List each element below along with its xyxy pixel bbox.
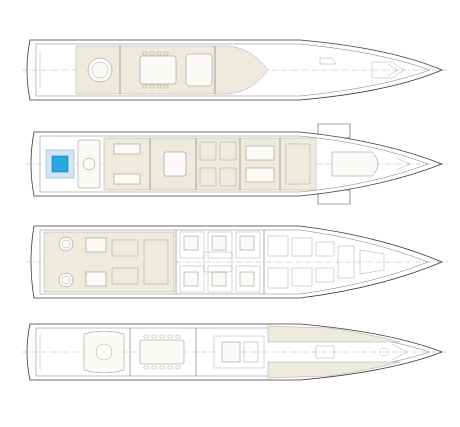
upper-deck-cabin-layout: [199, 141, 311, 187]
main-deck-bow-fittings: [391, 343, 409, 361]
sun-deck-chairs: [142, 51, 169, 89]
lower-deck-engine-starboard: [58, 272, 74, 288]
deck-plan-main-deck: [22, 323, 448, 381]
main-deck-chairs: [143, 334, 181, 370]
deck-plan-upper-deck: [26, 123, 448, 205]
deck-plan-lower-deck: [26, 225, 448, 299]
sun-deck-lounge: [185, 53, 213, 87]
upper-deck-tender: [331, 151, 379, 177]
lower-deck-crew-area: [267, 235, 385, 289]
deck-plan-sun-deck: [22, 39, 448, 101]
lower-deck-engine-port: [58, 236, 74, 252]
main-deck-dining-table: [139, 339, 185, 365]
upper-deck-dining-table: [163, 151, 187, 177]
upper-deck-wing-port: [317, 123, 351, 139]
lower-deck-guest-cabins: [179, 231, 261, 293]
upper-deck-pool: [51, 155, 69, 173]
main-deck-aft-lounge: [83, 330, 125, 374]
sun-deck-jacuzzi: [87, 57, 113, 83]
upper-deck-saloon-sofa: [113, 143, 141, 155]
sun-deck-dining-table: [139, 55, 177, 85]
main-deck-wheelhouse: [213, 335, 265, 369]
